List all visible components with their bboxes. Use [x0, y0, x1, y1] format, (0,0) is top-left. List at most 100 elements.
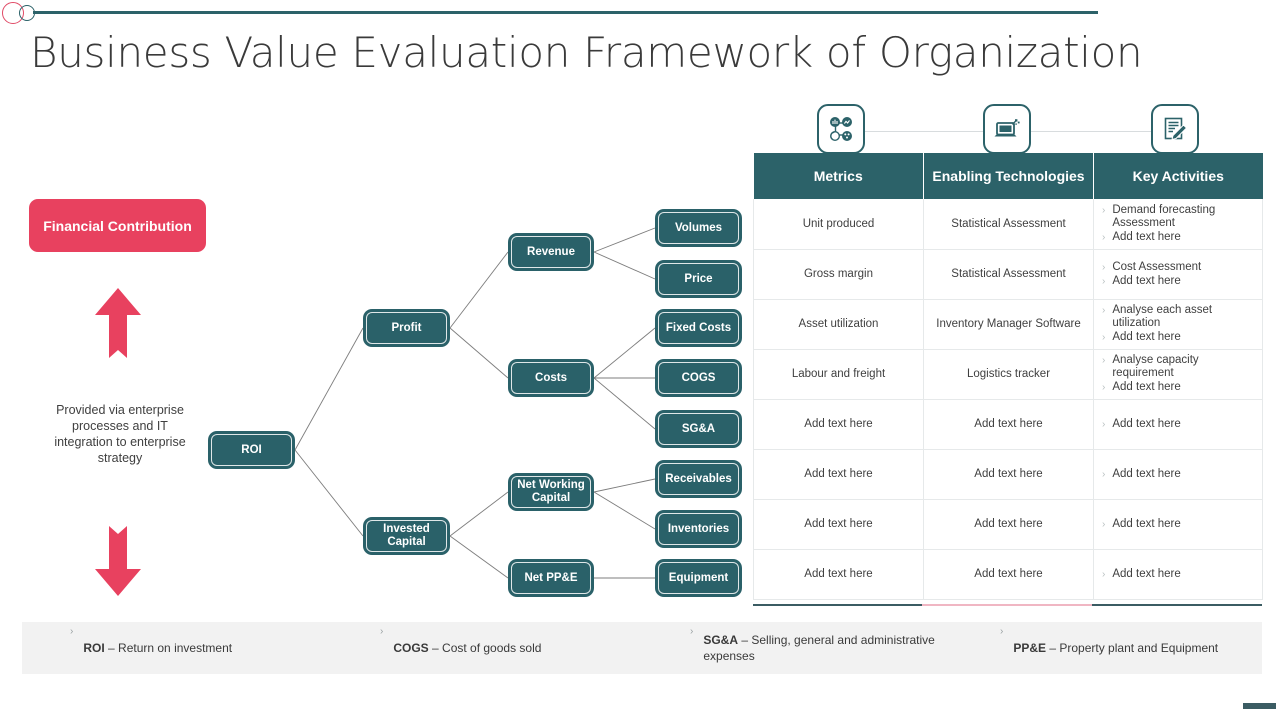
chevron-right-icon: › [1102, 355, 1106, 366]
activity-text: Add text here [1112, 381, 1181, 393]
node-costs[interactable]: Costs [508, 359, 594, 397]
chevron-right-icon: › [1102, 204, 1106, 216]
node-net-working-capital[interactable]: Net Working Capital [508, 473, 594, 511]
node-equipment[interactable]: Equipment [655, 559, 742, 597]
cell-metric: Add text here [753, 398, 924, 450]
node-invested-capital[interactable]: Invested Capital [363, 517, 450, 555]
node-cogs[interactable]: COGS [655, 359, 742, 397]
activity-text: Demand forecasting Assessment [1112, 203, 1216, 229]
cell-technology: Inventory Manager Software [923, 298, 1094, 350]
node-price[interactable]: Price [655, 260, 742, 298]
legend-item: › SG&A – Selling, general and administrat… [642, 622, 952, 674]
chevron-right-icon: › [1102, 468, 1106, 480]
activity-bullet: › Analyse each asset utilization [1102, 304, 1256, 330]
legend-text: ROI – Return on investment [83, 641, 233, 655]
legend-bar: › ROI – Return on investment › COGS – Cost … [22, 622, 1262, 674]
cell-technology: Logistics tracker [923, 348, 1094, 400]
node-roi[interactable]: ROI [208, 431, 295, 469]
chevron-right-icon: › [70, 626, 74, 637]
activity-text: Cost Assessment [1112, 260, 1202, 273]
node-volumes[interactable]: Volumes [655, 209, 742, 247]
cell-technology: Statistical Assessment [923, 199, 1094, 250]
left-note-text: Provided via enterprise processes and IT… [54, 403, 186, 465]
cell-activities: › Add text here [1093, 448, 1263, 500]
enabling-technology-laptop-icon [983, 104, 1031, 154]
legend-text: PP&E – Property plant and Equipment [1013, 641, 1219, 655]
cell-activities: › Demand forecasting Assessment ›Add text … [1093, 199, 1263, 250]
metrics-table: Metrics Enabling Technologies Key Activi… [753, 153, 1263, 600]
chevron-right-icon: › [1102, 275, 1106, 287]
chevron-right-icon: › [1102, 418, 1106, 430]
legend-text: COGS – Cost of goods sold [393, 641, 542, 655]
activity-text: Add text here [1112, 417, 1181, 430]
down-arrow-icon [93, 518, 143, 596]
chevron-right-icon: › [380, 626, 384, 637]
legend-item: › ROI – Return on investment [22, 622, 332, 674]
activity-bullet: › Add text here [1102, 275, 1256, 288]
node-receivables[interactable]: Receivables [655, 460, 742, 498]
cell-activities: › Cost Assessment › Add text here [1093, 248, 1263, 300]
node-net-ppe[interactable]: Net PP&E [508, 559, 594, 597]
node-revenue[interactable]: Revenue [508, 233, 594, 271]
th-key-activities: Key Activities [1093, 153, 1263, 199]
cell-metric: Labour and freight [753, 348, 924, 400]
cell-activities: › Analyse each asset utilization ›Add text… [1093, 298, 1263, 350]
legend-term: PP&E [1013, 641, 1047, 655]
activity-text: Add text here [1112, 274, 1181, 287]
node-fixed-costs[interactable]: Fixed Costs [655, 309, 742, 347]
chevron-right-icon: › [1000, 626, 1004, 637]
activity-bullet: ›Add text here [1102, 518, 1256, 531]
activity-text: Add text here [1112, 467, 1181, 480]
activity-bullet: › Add text here [1102, 468, 1256, 481]
cell-technology: Add text here [923, 498, 1094, 550]
decor-bottom-rule [1243, 703, 1276, 709]
cell-metric: Add text here [753, 498, 924, 550]
activity-bullet: ›Add text here [1102, 331, 1256, 344]
chevron-right-icon: › [1102, 382, 1106, 393]
cell-technology: Add text here [923, 398, 1094, 450]
node-inventories[interactable]: Inventories [655, 510, 742, 548]
cell-activities: › Add text here [1093, 398, 1263, 450]
activity-bullet: › Add text here [1102, 381, 1256, 394]
chevron-right-icon: › [1102, 261, 1106, 273]
activity-bullet: ›Add text here [1102, 231, 1256, 244]
cell-technology: Add text here [923, 548, 1094, 600]
chevron-right-icon: › [1102, 518, 1106, 530]
node-sga[interactable]: SG&A [655, 410, 742, 448]
cell-metric: Add text here [753, 548, 924, 600]
cell-metric: Unit produced [753, 199, 924, 250]
legend-text: SG&A – Selling, general and administrati… [703, 633, 935, 663]
cell-metric: Gross margin [753, 248, 924, 300]
th-metrics: Metrics [753, 153, 924, 199]
up-arrow-icon [93, 288, 143, 366]
chevron-right-icon: › [1102, 305, 1106, 316]
cell-activities: ›Add text here [1093, 498, 1263, 550]
page-title: Business Value Evaluation Framework of O… [30, 28, 1143, 77]
activity-bullet: › Cost Assessment [1102, 261, 1256, 274]
activity-text: Add text here [1112, 230, 1181, 243]
key-activities-document-pen-icon [1151, 104, 1199, 154]
node-profit[interactable]: Profit [363, 309, 450, 347]
table-bottom-rule-accent [922, 604, 1092, 606]
legend-item: › PP&E – Property plant and Equipment [952, 622, 1262, 674]
tree-connector-lines [294, 227, 656, 579]
chevron-right-icon: › [1102, 332, 1106, 343]
activity-text: Analyse each asset utilization [1112, 304, 1213, 329]
cell-activities: ›Add text here [1093, 548, 1263, 600]
chevron-right-icon: › [690, 626, 694, 637]
activity-text: Analyse capacity requirement [1112, 354, 1199, 379]
legend-item: › COGS – Cost of goods sold [332, 622, 642, 674]
activity-bullet: › Add text here [1102, 418, 1256, 431]
cell-metric: Asset utilization [753, 298, 924, 350]
legend-term: ROI [83, 641, 105, 655]
decor-top-rule [33, 11, 1098, 14]
